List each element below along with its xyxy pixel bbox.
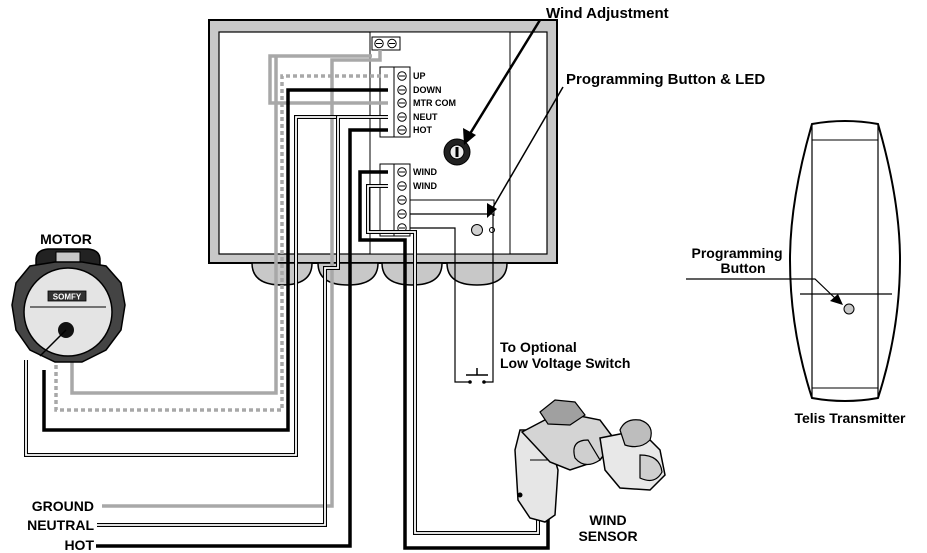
top-terminal [371, 36, 401, 51]
optional-switch-label-line1: To Optional [500, 339, 577, 355]
terminal-up-label: UP [413, 71, 426, 81]
motor-brand-logo: SOMFY [53, 293, 82, 302]
terminal-wind1-label: WIND [413, 167, 437, 177]
terminal-mtrcom-label: MTR COM [413, 98, 456, 108]
wind-sensor-label-line1: WIND [589, 512, 626, 528]
control-box [208, 19, 558, 286]
neutral-label: NEUTRAL [27, 517, 94, 533]
box-led [489, 227, 495, 233]
wind-adjustment-pointer [466, 19, 542, 138]
programming-button-label-line1: Programming [691, 245, 782, 261]
wind-adjustment-knob[interactable] [443, 138, 471, 166]
hot-label: HOT [64, 537, 94, 553]
wind-adjustment-arrowhead [463, 128, 476, 145]
wind-sensor-label-line2: SENSOR [578, 528, 637, 544]
programming-button-led-label: Programming Button & LED [566, 71, 765, 88]
programming-button-arrowhead [830, 294, 843, 305]
knockout-4 [446, 262, 508, 286]
optional-switch-label-line2: Low Voltage Switch [500, 355, 630, 371]
lower-terminal-block: WIND WIND [379, 163, 437, 237]
wind-adjustment-label: Wind Adjustment [546, 5, 669, 22]
programming-button-led-arrowhead [487, 203, 497, 218]
wind-sensor [514, 399, 666, 523]
terminal-neut-label: NEUT [413, 112, 438, 122]
ground-label: GROUND [32, 498, 94, 514]
programming-button-label-line2: Button [720, 260, 765, 276]
terminal-down-label: DOWN [413, 85, 442, 95]
knockout-3 [381, 262, 443, 286]
programming-button-led-pointer [491, 86, 564, 210]
box-programming-button[interactable] [471, 224, 483, 236]
telis-transmitter-label: Telis Transmitter [794, 410, 906, 426]
telis-transmitter [788, 120, 902, 402]
wires [24, 50, 550, 550]
motor: SOMFY [11, 248, 126, 363]
terminal-hot-label: HOT [413, 125, 433, 135]
telis-programming-button[interactable] [843, 303, 855, 315]
programming-button-pointer [686, 278, 839, 302]
motor-label: MOTOR [40, 231, 92, 247]
terminal-wind2-label: WIND [413, 181, 437, 191]
